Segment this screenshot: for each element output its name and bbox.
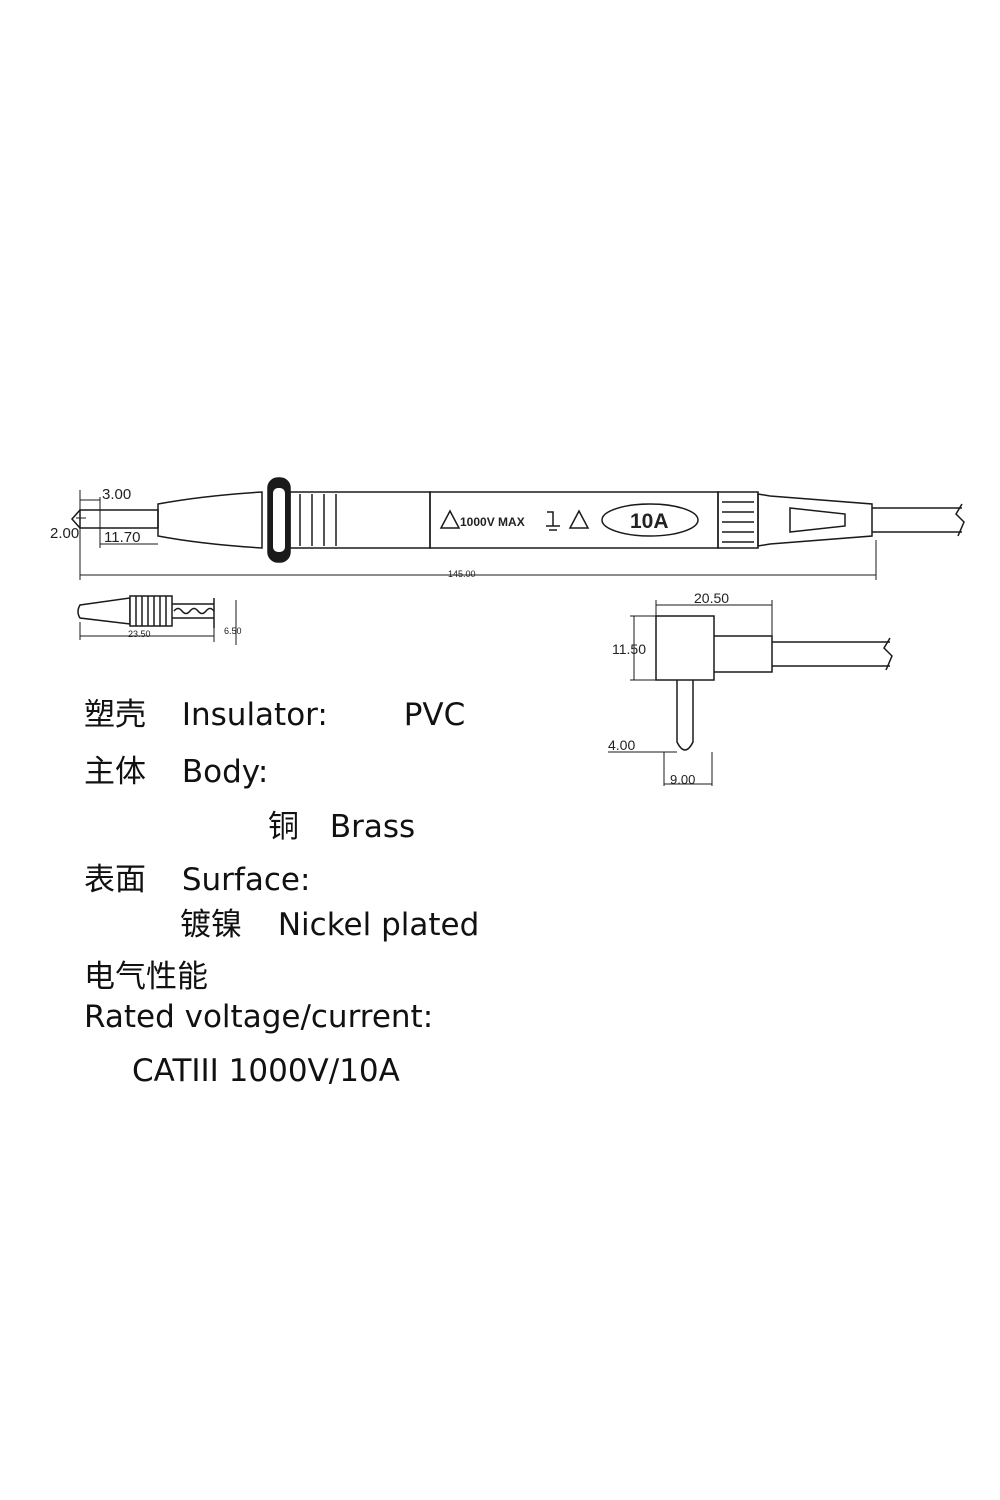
- probe-needle-point: [70, 509, 81, 529]
- test-probe: [70, 477, 965, 563]
- spec-body: 主体 Body:: [84, 757, 268, 788]
- probe-ribs: [717, 491, 759, 549]
- spec-surface-value-en: Nickel plated: [277, 907, 480, 943]
- dim-plug-width: 20.50: [694, 590, 729, 606]
- spec-insulator-cn: 塑壳: [84, 697, 146, 733]
- dim-pin-spacing: 9.00: [670, 772, 695, 787]
- dim-shaft: 11.70: [104, 529, 140, 546]
- probe-needle: [79, 509, 159, 529]
- spec-body-value-en: Brass: [329, 809, 416, 845]
- spec-body-value: 铜 Brass: [268, 812, 415, 843]
- dim-cap-length: 23.50: [128, 629, 151, 639]
- probe-front-grip: [157, 491, 263, 549]
- protective-cap: [77, 595, 215, 628]
- warning-icon-right: [568, 509, 590, 529]
- spec-rated-value: CATIII 1000V/10A: [132, 1053, 400, 1089]
- spec-insulator-value: PVC: [403, 697, 466, 733]
- spec-surface: 表面 Surface:: [84, 865, 310, 896]
- spec-body-value-cn: 铜: [268, 809, 299, 845]
- ground-icon: [546, 511, 560, 531]
- dim-pin: 4.00: [608, 737, 635, 753]
- spec-surface-value-cn: 镀镍: [180, 907, 242, 943]
- spec-insulator: 塑壳 Insulator: PVC: [84, 700, 465, 731]
- cap-dimensions: [79, 600, 237, 645]
- strain-relief: [757, 493, 873, 547]
- spec-body-cn: 主体: [84, 754, 146, 790]
- dim-total: 145.00: [448, 569, 476, 579]
- label-current: 10A: [630, 510, 669, 533]
- probe-grip: [289, 491, 431, 549]
- spec-surface-en: Surface:: [181, 862, 311, 898]
- right-angle-plug: [655, 615, 893, 751]
- spec-body-en: Body:: [181, 754, 269, 790]
- current-rating-oval: [601, 503, 699, 537]
- plug-dimensions: [608, 600, 773, 786]
- spec-surface-value: 镀镍 Nickel plated: [180, 910, 479, 941]
- spec-surface-cn: 表面: [84, 862, 146, 898]
- spec-insulator-en: Insulator:: [181, 697, 328, 733]
- dim-cap-diameter: 6.50: [224, 626, 242, 636]
- warning-icon: [439, 509, 461, 529]
- probe-dimensions: [76, 490, 877, 580]
- spec-rated-cn: 电气性能: [84, 959, 208, 995]
- dim-tip-diameter: 2.00: [50, 525, 79, 542]
- label-voltage: 1000V MAX: [460, 515, 525, 529]
- dim-plug-height: 11.50: [612, 641, 646, 657]
- dim-tip-length: 3.00: [102, 486, 131, 503]
- spec-rated-en: Rated voltage/current:: [84, 999, 434, 1035]
